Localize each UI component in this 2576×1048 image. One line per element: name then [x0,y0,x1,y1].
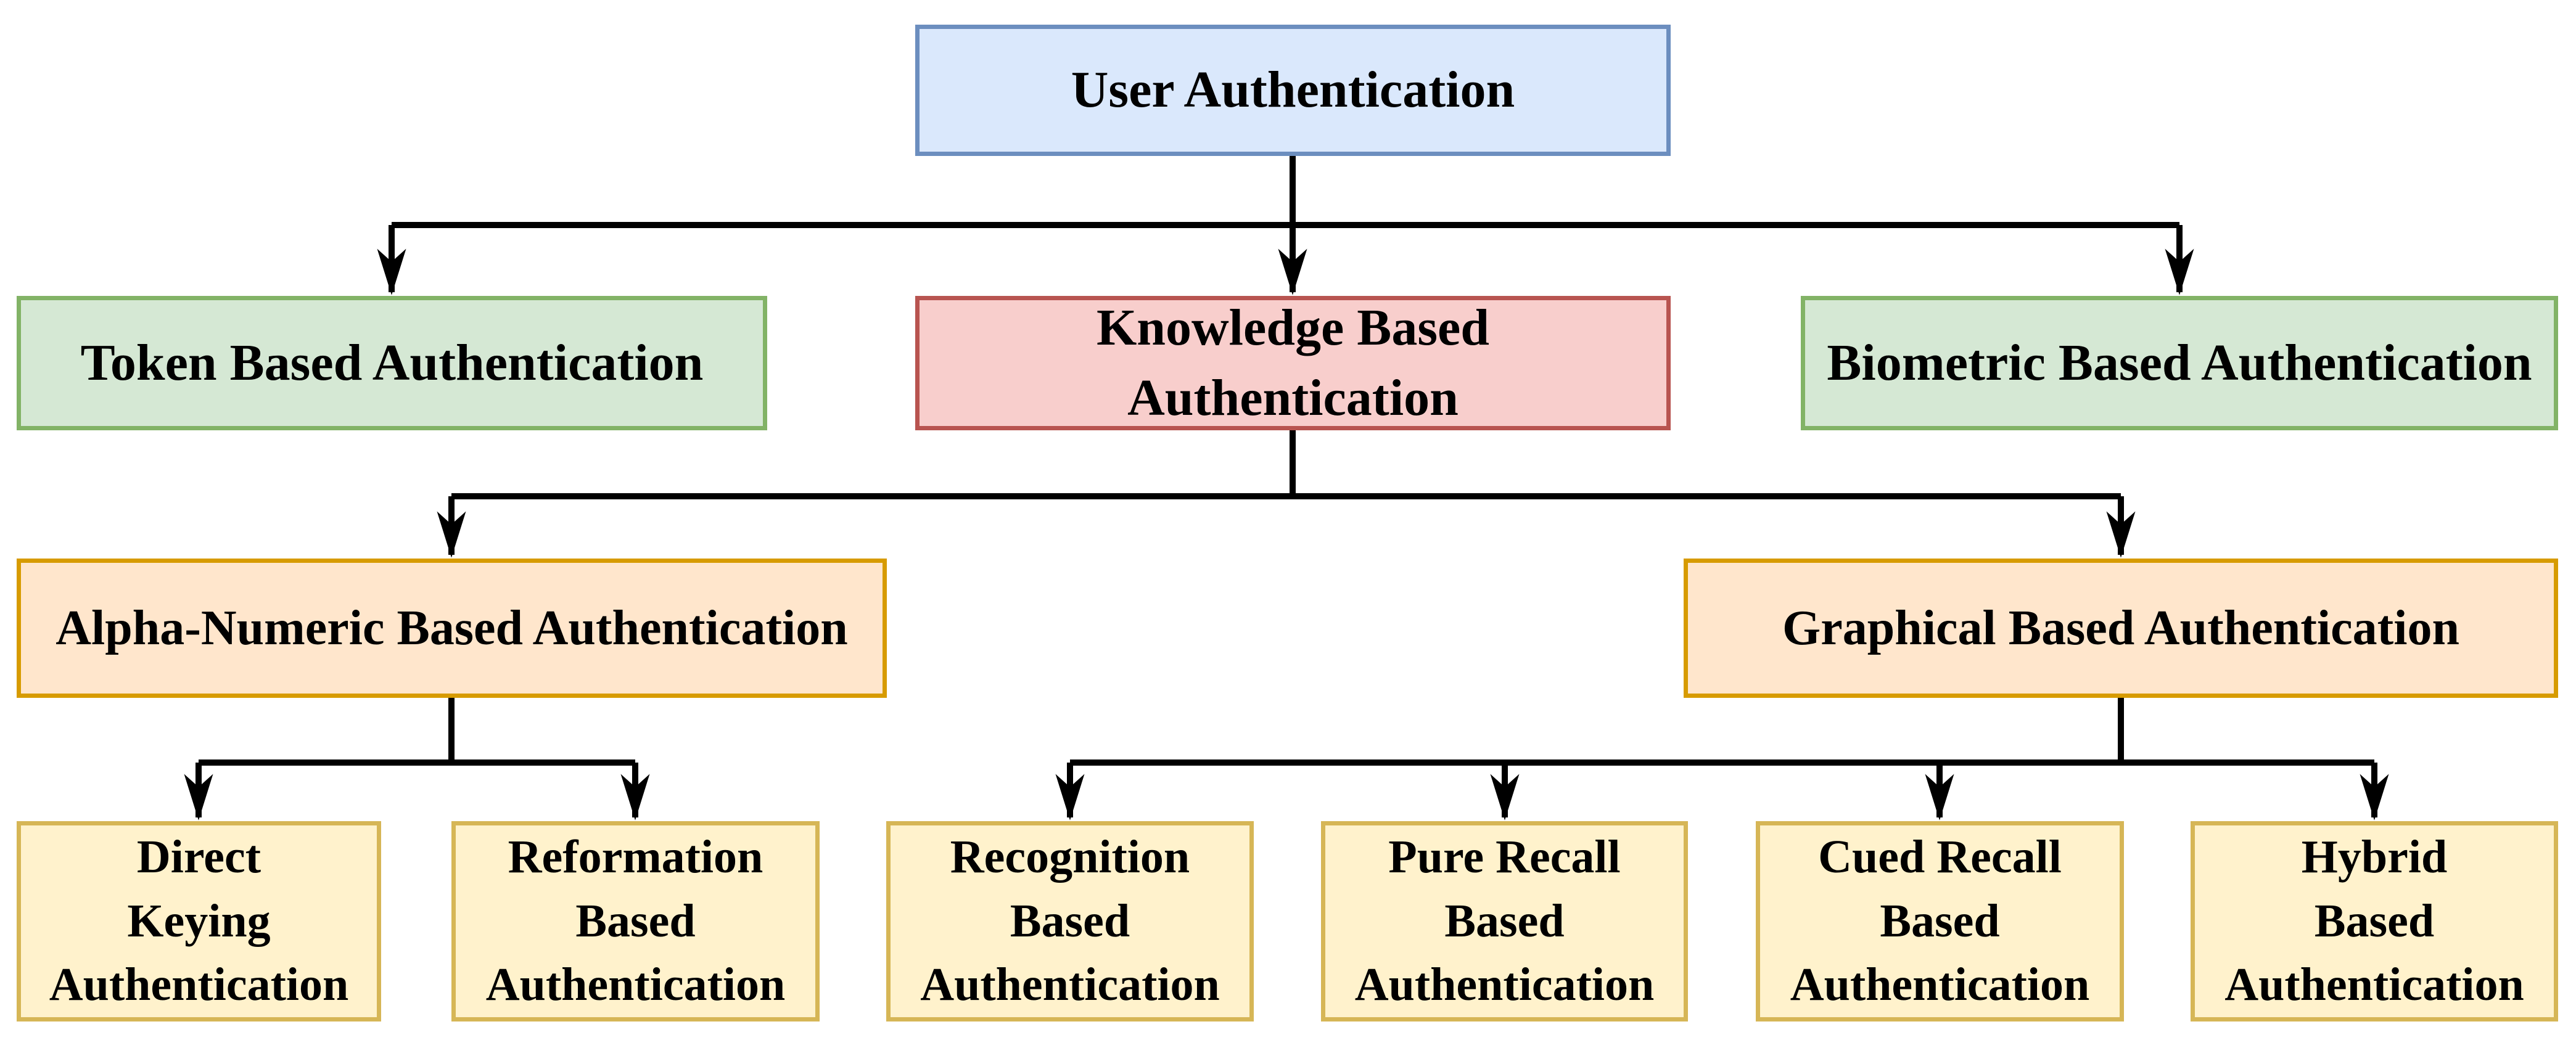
node-token-based-authentication: Token Based Authentication [17,296,767,430]
node-graphical-based-authentication: Graphical Based Authentication [1684,559,2558,698]
node-alpha-numeric-based-authentication-label: Alpha-Numeric Based Authentication [56,600,848,655]
node-hybrid-based-authentication: Hybrid Based Authentication [2191,821,2558,1021]
node-direct-keying-authentication: Direct Keying Authentication [17,821,381,1021]
node-biometric-based-authentication-label: Biometric Based Authentication [1827,334,2532,391]
node-recognition-based-authentication: Recognition Based Authentication [886,821,1254,1021]
node-pure-recall-based-authentication: Pure Recall Based Authentication [1321,821,1688,1021]
node-biometric-based-authentication: Biometric Based Authentication [1801,296,2558,430]
node-user-authentication: User Authentication [915,25,1671,156]
node-cued-recall-based-authentication-label: Cued Recall Based Authentication [1790,831,2090,1011]
node-token-based-authentication-label: Token Based Authentication [80,334,704,391]
node-user-authentication-label: User Authentication [1071,61,1515,119]
node-knowledge-based-authentication-label: Knowledge Based Authentication [1096,298,1490,427]
node-hybrid-based-authentication-label: Hybrid Based Authentication [2224,831,2524,1011]
node-reformation-based-authentication: Reformation Based Authentication [451,821,820,1021]
node-pure-recall-based-authentication-label: Pure Recall Based Authentication [1354,831,1655,1011]
node-knowledge-based-authentication: Knowledge Based Authentication [915,296,1671,430]
node-cued-recall-based-authentication: Cued Recall Based Authentication [1756,821,2124,1021]
node-alpha-numeric-based-authentication: Alpha-Numeric Based Authentication [17,559,887,698]
node-graphical-based-authentication-label: Graphical Based Authentication [1782,600,2459,655]
node-reformation-based-authentication-label: Reformation Based Authentication [485,831,786,1011]
node-direct-keying-authentication-label: Direct Keying Authentication [49,831,349,1011]
node-recognition-based-authentication-label: Recognition Based Authentication [920,831,1220,1011]
